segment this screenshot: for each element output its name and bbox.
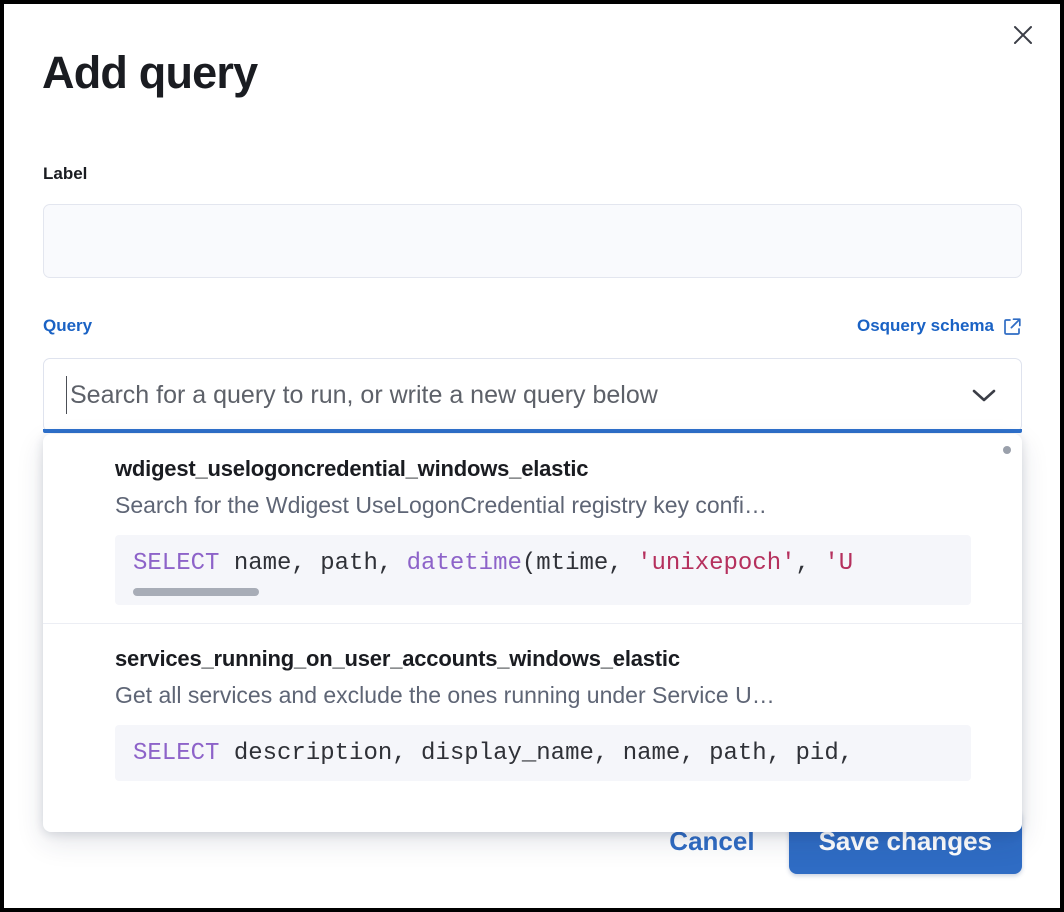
label-input[interactable] bbox=[43, 204, 1022, 278]
page-title: Add query bbox=[42, 47, 258, 98]
suggestion-code-block[interactable]: SELECT name, path, datetime(mtime, 'unix… bbox=[115, 535, 971, 605]
list-item[interactable]: services_running_on_user_accounts_window… bbox=[43, 623, 1022, 799]
code-horizontal-scrollbar[interactable] bbox=[115, 579, 971, 605]
suggestion-description: Search for the Wdigest UseLogonCredentia… bbox=[115, 492, 767, 518]
chevron-down-icon[interactable] bbox=[969, 386, 999, 404]
dropdown-scrollbar[interactable] bbox=[1003, 446, 1011, 454]
close-icon bbox=[1012, 24, 1034, 46]
osquery-schema-link-label: Osquery schema bbox=[856, 316, 994, 335]
code-block-spacer bbox=[115, 769, 971, 781]
query-search-placeholder: Search for a query to run, or write a ne… bbox=[70, 380, 658, 409]
query-suggestion-list: wdigest_uselogoncredential_windows_elast… bbox=[43, 434, 1022, 799]
query-field-label: Query bbox=[43, 316, 93, 335]
osquery-schema-link[interactable]: Osquery schema bbox=[857, 316, 1022, 336]
text-caret bbox=[66, 376, 67, 414]
label-field-label: Label bbox=[43, 164, 88, 183]
add-query-modal: Add query Label Query Osquery schema Sea… bbox=[4, 4, 1060, 908]
scrollbar-thumb[interactable] bbox=[133, 588, 259, 596]
query-suggestions-dropdown: wdigest_uselogoncredential_windows_elast… bbox=[43, 434, 1022, 832]
combobox-focus-underline bbox=[43, 429, 1022, 433]
suggestion-title: wdigest_uselogoncredential_windows_elast… bbox=[115, 456, 589, 481]
sql-code: SELECT description, display_name, name, … bbox=[133, 740, 854, 767]
suggestion-title: services_running_on_user_accounts_window… bbox=[115, 646, 680, 671]
suggestion-description: Get all services and exclude the ones ru… bbox=[115, 682, 775, 708]
close-button[interactable] bbox=[1006, 18, 1040, 52]
query-search-combobox[interactable]: Search for a query to run, or write a ne… bbox=[43, 358, 1022, 432]
suggestion-code-block[interactable]: SELECT description, display_name, name, … bbox=[115, 725, 971, 781]
list-item[interactable]: wdigest_uselogoncredential_windows_elast… bbox=[43, 434, 1022, 623]
sql-code: SELECT name, path, datetime(mtime, 'unix… bbox=[133, 550, 854, 577]
external-link-icon bbox=[1003, 317, 1022, 336]
